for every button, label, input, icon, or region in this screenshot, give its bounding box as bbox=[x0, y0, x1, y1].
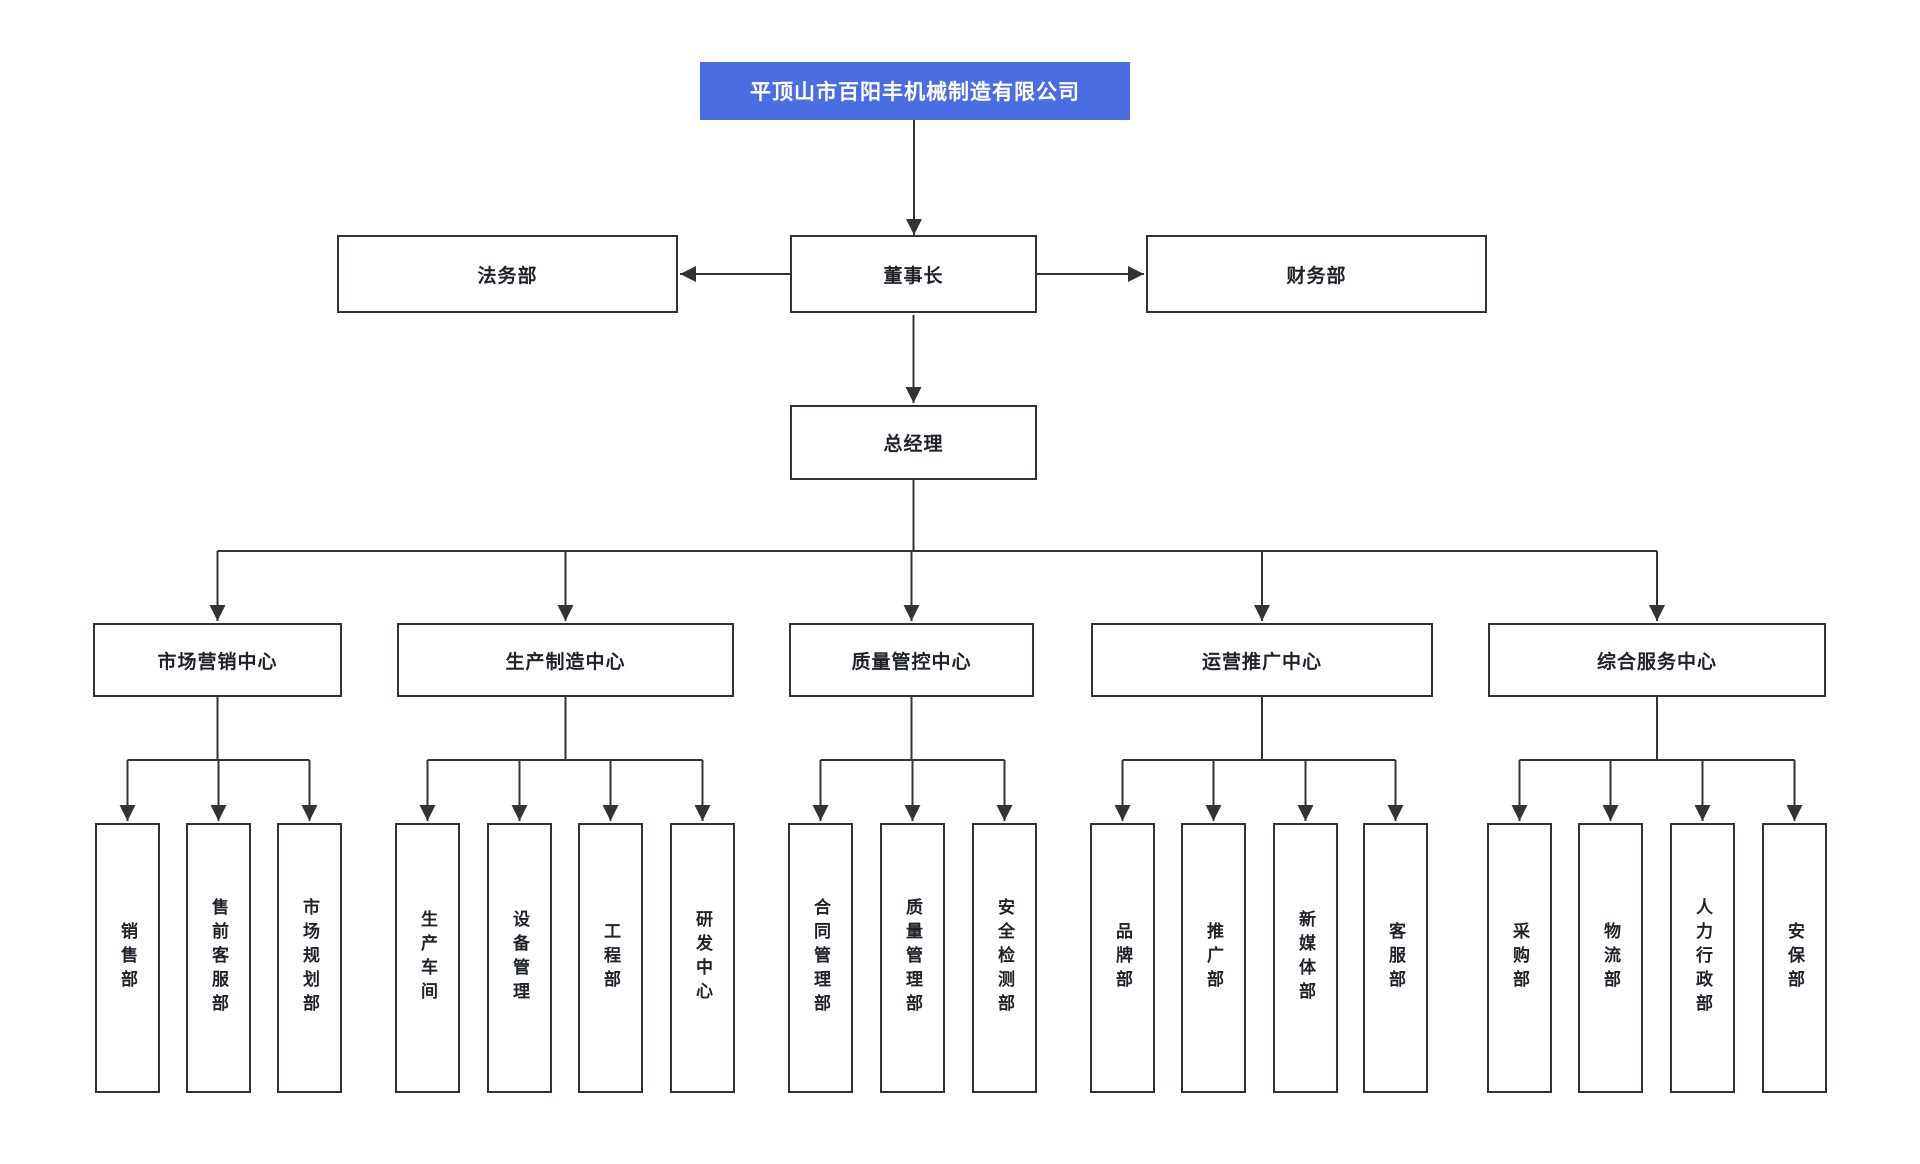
node-finance-dept: 财务部 bbox=[1146, 235, 1487, 313]
dept-label: 安全检测部 bbox=[995, 898, 1014, 1018]
node-dept: 销售部 bbox=[95, 823, 160, 1093]
dept-label: 品牌部 bbox=[1113, 922, 1132, 994]
center-label: 运营推广中心 bbox=[1201, 651, 1322, 673]
dept-label: 质量管理部 bbox=[903, 898, 922, 1018]
node-dept: 合同管理部 bbox=[788, 823, 853, 1093]
dept-label: 推广部 bbox=[1204, 922, 1223, 994]
node-dept: 研发中心 bbox=[670, 823, 735, 1093]
dept-label: 销售部 bbox=[118, 922, 137, 994]
node-dept: 安保部 bbox=[1762, 823, 1827, 1093]
company-name-label: 平顶山市百阳丰机械制造有限公司 bbox=[750, 81, 1080, 104]
dept-label: 售前客服部 bbox=[209, 898, 228, 1018]
dept-label: 安保部 bbox=[1785, 922, 1804, 994]
dept-label: 研发中心 bbox=[693, 910, 712, 1006]
node-center-services: 综合服务中心 bbox=[1488, 623, 1826, 697]
node-dept: 采购部 bbox=[1487, 823, 1552, 1093]
dept-label: 市场规划部 bbox=[300, 898, 319, 1018]
node-center-operations: 运营推广中心 bbox=[1091, 623, 1433, 697]
node-center-production: 生产制造中心 bbox=[397, 623, 734, 697]
node-dept: 质量管理部 bbox=[880, 823, 945, 1093]
node-legal-dept: 法务部 bbox=[337, 235, 678, 313]
node-dept: 品牌部 bbox=[1090, 823, 1155, 1093]
node-dept: 推广部 bbox=[1181, 823, 1246, 1093]
finance-dept-label: 财务部 bbox=[1286, 265, 1347, 287]
general-manager-label: 总经理 bbox=[883, 434, 944, 455]
center-label: 质量管控中心 bbox=[851, 651, 972, 673]
center-label: 综合服务中心 bbox=[1596, 651, 1717, 673]
node-general-manager: 总经理 bbox=[790, 405, 1037, 480]
node-dept: 安全检测部 bbox=[972, 823, 1037, 1093]
dept-label: 客服部 bbox=[1386, 922, 1405, 994]
node-chairman: 董事长 bbox=[790, 235, 1037, 313]
node-dept: 工程部 bbox=[578, 823, 643, 1093]
center-label: 生产制造中心 bbox=[505, 651, 626, 673]
dept-label: 人力行政部 bbox=[1693, 898, 1712, 1018]
dept-label: 合同管理部 bbox=[811, 898, 830, 1018]
node-dept: 市场规划部 bbox=[277, 823, 342, 1093]
node-dept: 物流部 bbox=[1578, 823, 1643, 1093]
node-dept: 售前客服部 bbox=[186, 823, 251, 1093]
node-dept: 设备管理 bbox=[487, 823, 552, 1093]
node-center-quality: 质量管控中心 bbox=[789, 623, 1034, 697]
node-company-root: 平顶山市百阳丰机械制造有限公司 bbox=[700, 62, 1130, 120]
dept-label: 物流部 bbox=[1601, 922, 1620, 994]
legal-dept-label: 法务部 bbox=[477, 265, 538, 287]
dept-label: 设备管理 bbox=[510, 910, 529, 1006]
node-dept: 生产车间 bbox=[395, 823, 460, 1093]
node-dept: 人力行政部 bbox=[1670, 823, 1735, 1093]
center-label: 市场营销中心 bbox=[157, 651, 278, 673]
node-dept: 新媒体部 bbox=[1273, 823, 1338, 1093]
chairman-label: 董事长 bbox=[883, 265, 944, 287]
dept-label: 采购部 bbox=[1510, 922, 1529, 994]
dept-label: 新媒体部 bbox=[1296, 910, 1315, 1006]
node-center-marketing: 市场营销中心 bbox=[93, 623, 342, 697]
dept-label: 生产车间 bbox=[418, 910, 437, 1006]
dept-label: 工程部 bbox=[601, 922, 620, 994]
node-dept: 客服部 bbox=[1363, 823, 1428, 1093]
